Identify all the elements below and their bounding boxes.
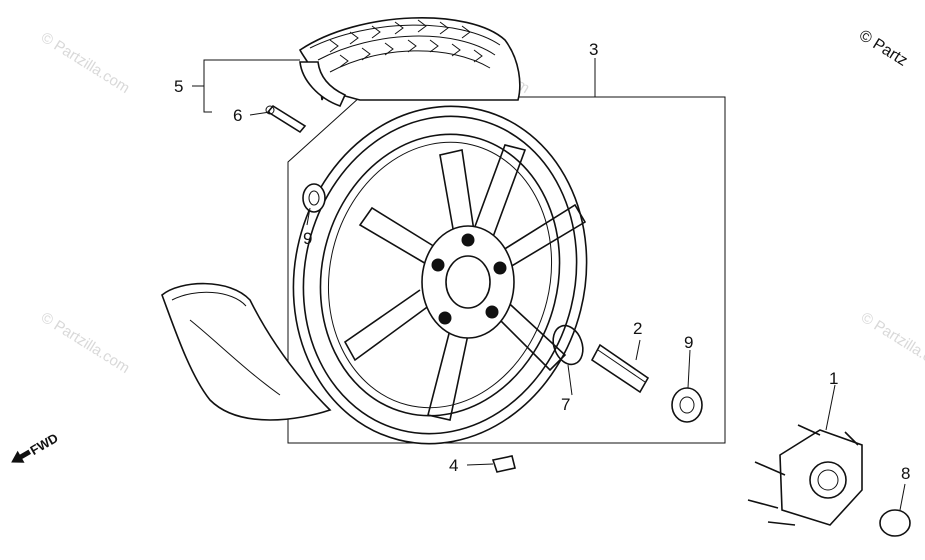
callout-5: 5	[174, 77, 183, 96]
tire-illustration	[298, 17, 521, 108]
callout-7: 7	[561, 395, 570, 414]
nut-illustration	[491, 455, 516, 473]
o-ring-illustration	[552, 324, 584, 366]
callout-labels: 1 2 3 4 5 6 7 8 9 9	[174, 40, 910, 483]
callout-4: 4	[449, 456, 458, 475]
callout-8: 8	[901, 464, 910, 483]
callout-3: 3	[589, 40, 598, 59]
forward-arrow-icon	[11, 449, 32, 463]
watermark-tile-3: © Partzilla.com	[38, 309, 133, 377]
valve-stem-illustration	[265, 104, 307, 134]
forward-label: FWD	[28, 430, 61, 458]
watermark-tile-1: © Partzilla.com	[38, 29, 133, 97]
watermark-tile-5: © Partzilla.com	[858, 309, 925, 377]
circlip-illustration	[879, 509, 911, 537]
watermark-corner: © Partz	[856, 27, 910, 70]
rim-band-illustration	[161, 282, 332, 421]
forward-direction-indicator: FWD	[11, 430, 61, 463]
leader-lines	[192, 58, 906, 511]
wheel-illustration	[292, 105, 588, 445]
callout-2: 2	[633, 319, 642, 338]
callout-1: 1	[829, 369, 838, 388]
assembly-outline	[287, 96, 726, 444]
bearing-right-illustration	[671, 387, 703, 423]
callout-9-left: 9	[303, 229, 312, 248]
callout-6: 6	[233, 106, 242, 125]
callout-9-right: 9	[684, 333, 693, 352]
spacer-illustration	[590, 343, 650, 394]
bearing-left-illustration	[302, 183, 326, 213]
hub-flange-illustration	[747, 424, 863, 526]
